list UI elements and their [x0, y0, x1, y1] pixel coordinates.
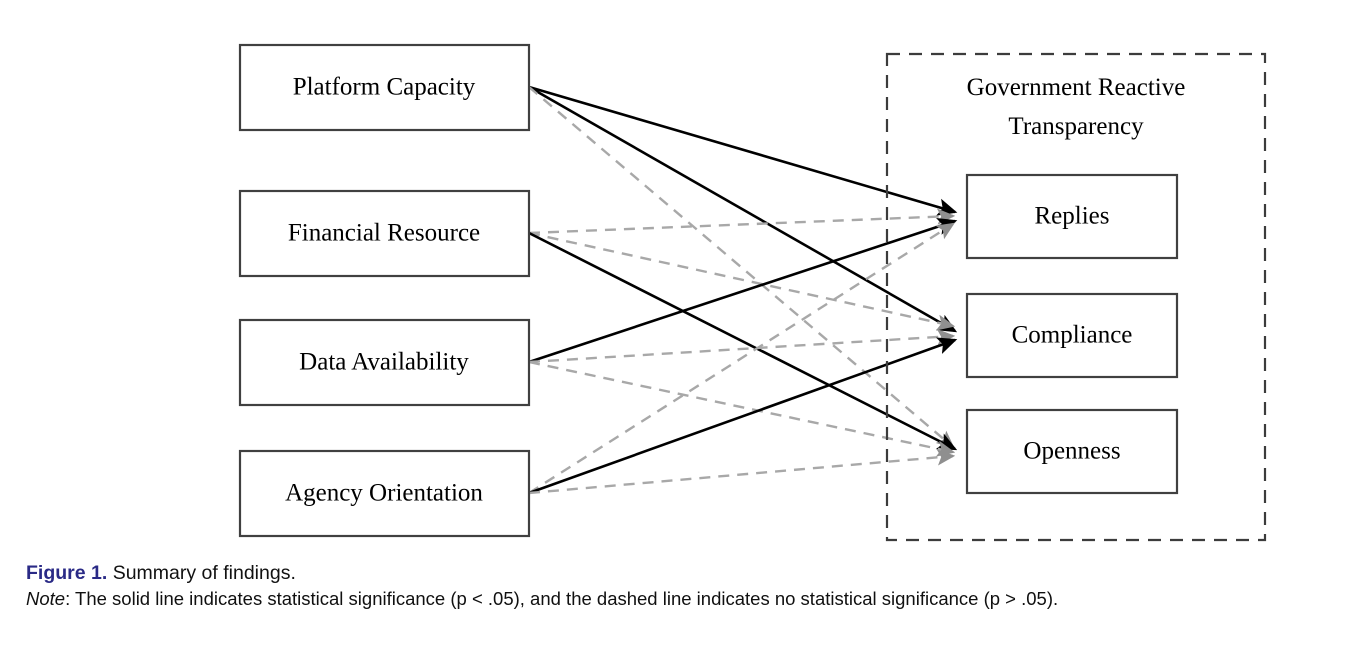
node-label-data-availability: Data Availability	[299, 349, 469, 376]
edge-data-availability-to-compliance	[528, 328, 956, 364]
group-government-reactive-transparency	[885, 52, 1267, 542]
group-title-line1: Government Reactive	[967, 74, 1186, 101]
node-label-agency-orientation: Agency Orientation	[285, 480, 483, 507]
figure-number: Figure 1.	[26, 562, 108, 584]
edge-platform-capacity-to-openness	[528, 86, 955, 449]
node-replies[interactable]: Replies	[965, 173, 1179, 260]
node-agency-orientation[interactable]: Agency Orientation	[238, 449, 531, 538]
figure-title: Summary of findings.	[112, 562, 296, 584]
figure-note-line: Note: The solid line indicates statistic…	[26, 586, 1326, 612]
node-data-availability[interactable]: Data Availability	[238, 318, 531, 407]
edge-financial-resource-to-openness	[528, 231, 958, 451]
node-compliance[interactable]: Compliance	[965, 292, 1179, 379]
node-label-financial-resource: Financial Resource	[288, 220, 480, 247]
edge-agency-orientation-to-compliance	[528, 337, 958, 495]
edge-data-availability-to-openness	[528, 360, 956, 457]
figure-caption-title-line: Figure 1. Summary of findings.	[26, 560, 1326, 586]
node-label-platform-capacity: Platform Capacity	[293, 74, 476, 101]
edge-data-availability-to-replies	[528, 218, 958, 364]
figure-caption: Figure 1. Summary of findings. Note: The…	[26, 560, 1326, 612]
edge-platform-capacity-to-replies	[528, 85, 958, 216]
node-openness[interactable]: Openness	[965, 408, 1179, 495]
edge-platform-capacity-to-compliance	[528, 85, 958, 333]
note-label: Note	[26, 588, 66, 609]
note-separator: :	[65, 588, 76, 609]
edge-agency-orientation-to-replies	[528, 222, 955, 495]
group-title-line2: Transparency	[1008, 113, 1144, 140]
note-text: The solid line indicates statistical sig…	[75, 588, 1059, 609]
edge-agency-orientation-to-openness	[528, 449, 956, 495]
node-financial-resource[interactable]: Financial Resource	[238, 189, 531, 278]
node-label-compliance: Compliance	[1012, 322, 1133, 349]
node-platform-capacity[interactable]: Platform Capacity	[238, 43, 531, 132]
edge-financial-resource-to-compliance	[528, 231, 956, 331]
edge-financial-resource-to-replies	[528, 208, 956, 235]
path-diagram: Government Reactive Transparency Platfor…	[238, 43, 1267, 542]
node-label-replies: Replies	[1035, 203, 1110, 230]
node-label-openness: Openness	[1023, 438, 1120, 465]
